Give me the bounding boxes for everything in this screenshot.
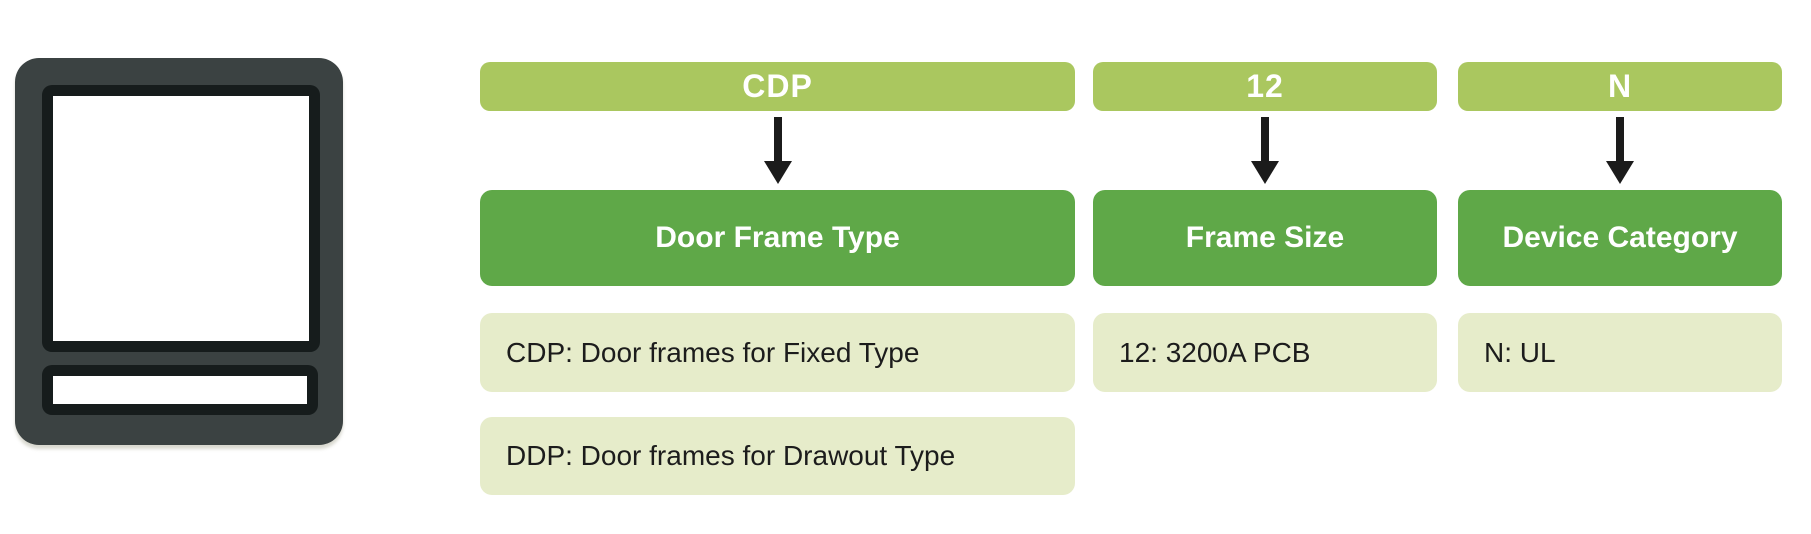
door-frame-slot-cutout xyxy=(42,365,318,415)
code-segment-12: 12 xyxy=(1093,62,1437,111)
column-door-frame-type: CDP Door Frame Type CDP: Door frames for… xyxy=(480,0,1075,534)
column-device-category: N Device Category N: UL xyxy=(1458,0,1782,534)
option-box-12: 12: 3200A PCB xyxy=(1093,313,1437,392)
door-frame-image xyxy=(15,58,343,445)
arrow-down-icon xyxy=(763,117,792,184)
option-box-ddp: DDP: Door frames for Drawout Type xyxy=(480,417,1075,495)
door-frame-window-cutout xyxy=(42,85,320,352)
code-segment-cdp: CDP xyxy=(480,62,1075,111)
category-header-frame-size: Frame Size xyxy=(1093,190,1437,286)
column-frame-size: 12 Frame Size 12: 3200A PCB xyxy=(1093,0,1437,534)
category-header-door-frame-type: Door Frame Type xyxy=(480,190,1075,286)
arrow-down-icon xyxy=(1606,117,1634,184)
option-box-cdp: CDP: Door frames for Fixed Type xyxy=(480,313,1075,392)
option-box-n: N: UL xyxy=(1458,313,1782,392)
category-header-device-category: Device Category xyxy=(1458,190,1782,286)
code-segment-n: N xyxy=(1458,62,1782,111)
arrow-down-icon xyxy=(1251,117,1279,184)
